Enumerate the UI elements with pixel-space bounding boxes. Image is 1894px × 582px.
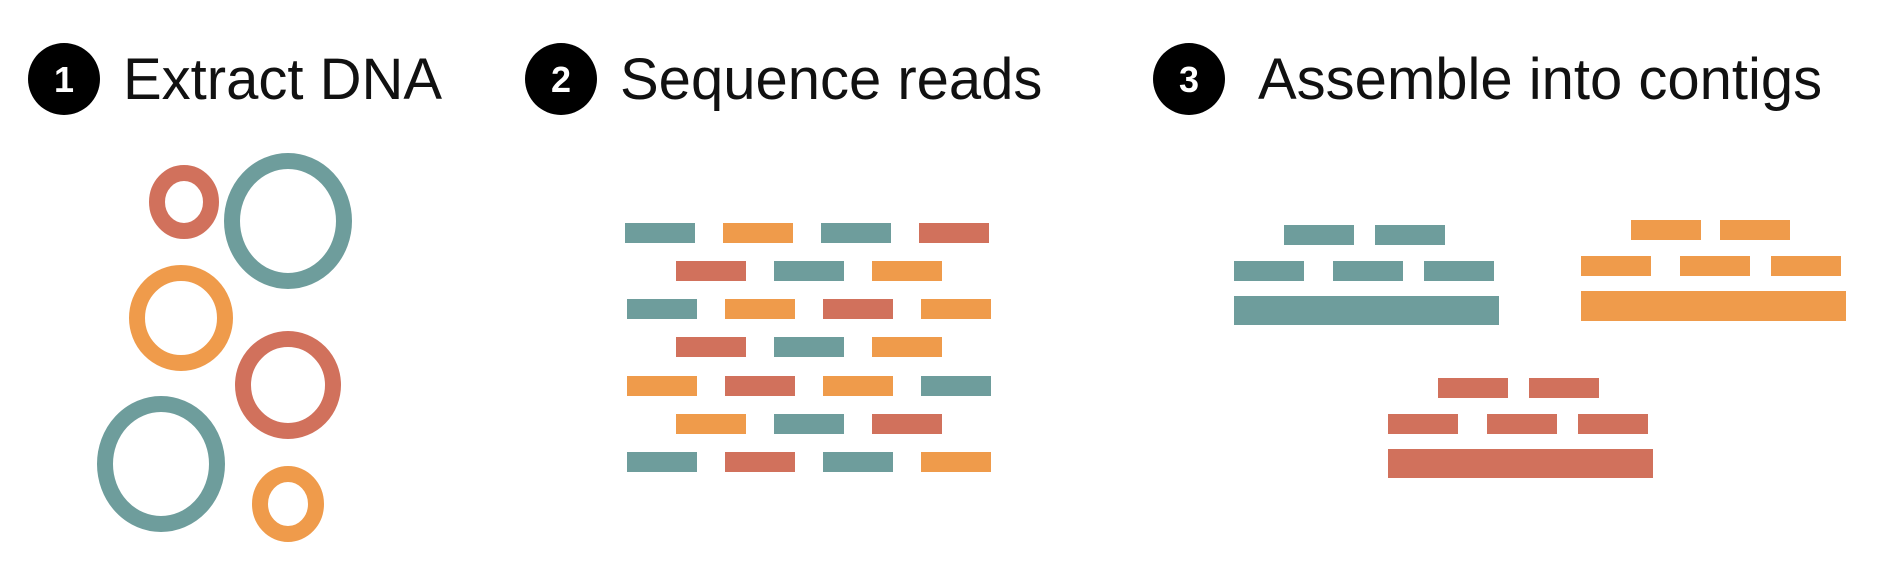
read-teal — [774, 261, 844, 281]
step-1-badge — [28, 43, 100, 115]
read-orange — [1680, 256, 1750, 276]
read-orange — [1631, 220, 1701, 240]
read-orange — [676, 414, 746, 434]
contig-red-group — [1388, 378, 1653, 478]
read-teal — [625, 223, 695, 243]
read-orange — [872, 261, 942, 281]
read-teal — [774, 337, 844, 357]
read-orange — [627, 376, 697, 396]
dna-ring-teal-large — [224, 153, 352, 289]
read-red — [676, 261, 746, 281]
read-red — [1529, 378, 1599, 398]
read-teal — [1375, 225, 1445, 245]
read-orange — [823, 376, 893, 396]
read-teal — [627, 452, 697, 472]
read-red — [725, 376, 795, 396]
read-teal — [1333, 261, 1403, 281]
read-red — [1487, 414, 1557, 434]
contig-teal — [1234, 296, 1499, 325]
step-2-title: Sequence reads — [620, 47, 1042, 112]
step-3-badge — [1153, 43, 1225, 115]
step-1-header: 1 Extract DNA — [28, 43, 442, 115]
dna-ring-teal-large — [97, 396, 225, 532]
read-red — [872, 414, 942, 434]
read-red — [919, 223, 989, 243]
step-3-header: 3 Assemble into contigs — [1153, 43, 1822, 115]
dna-molecules — [97, 153, 352, 542]
dna-ring-red — [235, 331, 341, 439]
read-teal — [823, 452, 893, 472]
read-teal — [921, 376, 991, 396]
read-teal — [1234, 261, 1304, 281]
read-red — [1388, 414, 1458, 434]
contig-orange — [1581, 291, 1846, 321]
read-orange — [1720, 220, 1790, 240]
read-orange — [1771, 256, 1841, 276]
step-3-number: 3 — [1179, 59, 1199, 100]
read-orange — [725, 299, 795, 319]
dna-ring-red-small — [149, 165, 219, 239]
read-red — [725, 452, 795, 472]
step-1-number: 1 — [54, 59, 74, 100]
contig-teal-group — [1234, 225, 1499, 325]
read-teal — [1284, 225, 1354, 245]
read-red — [823, 299, 893, 319]
dna-ring-orange — [129, 265, 233, 371]
read-orange — [723, 223, 793, 243]
read-teal — [774, 414, 844, 434]
sequence-reads — [625, 223, 991, 472]
read-orange — [872, 337, 942, 357]
read-teal — [1424, 261, 1494, 281]
contig-red — [1388, 449, 1653, 478]
read-orange — [921, 299, 991, 319]
read-teal — [821, 223, 891, 243]
read-red — [1578, 414, 1648, 434]
read-red — [1438, 378, 1508, 398]
read-teal — [627, 299, 697, 319]
step-2-badge — [525, 43, 597, 115]
read-orange — [1581, 256, 1651, 276]
read-orange — [921, 452, 991, 472]
step-2-number: 2 — [551, 59, 571, 100]
read-red — [676, 337, 746, 357]
dna-ring-orange-small — [252, 466, 324, 542]
step-3-title: Assemble into contigs — [1258, 47, 1822, 112]
step-2-header: 2 Sequence reads — [525, 43, 1042, 115]
step-1-title: Extract DNA — [123, 47, 442, 112]
contig-orange-group — [1581, 220, 1846, 321]
